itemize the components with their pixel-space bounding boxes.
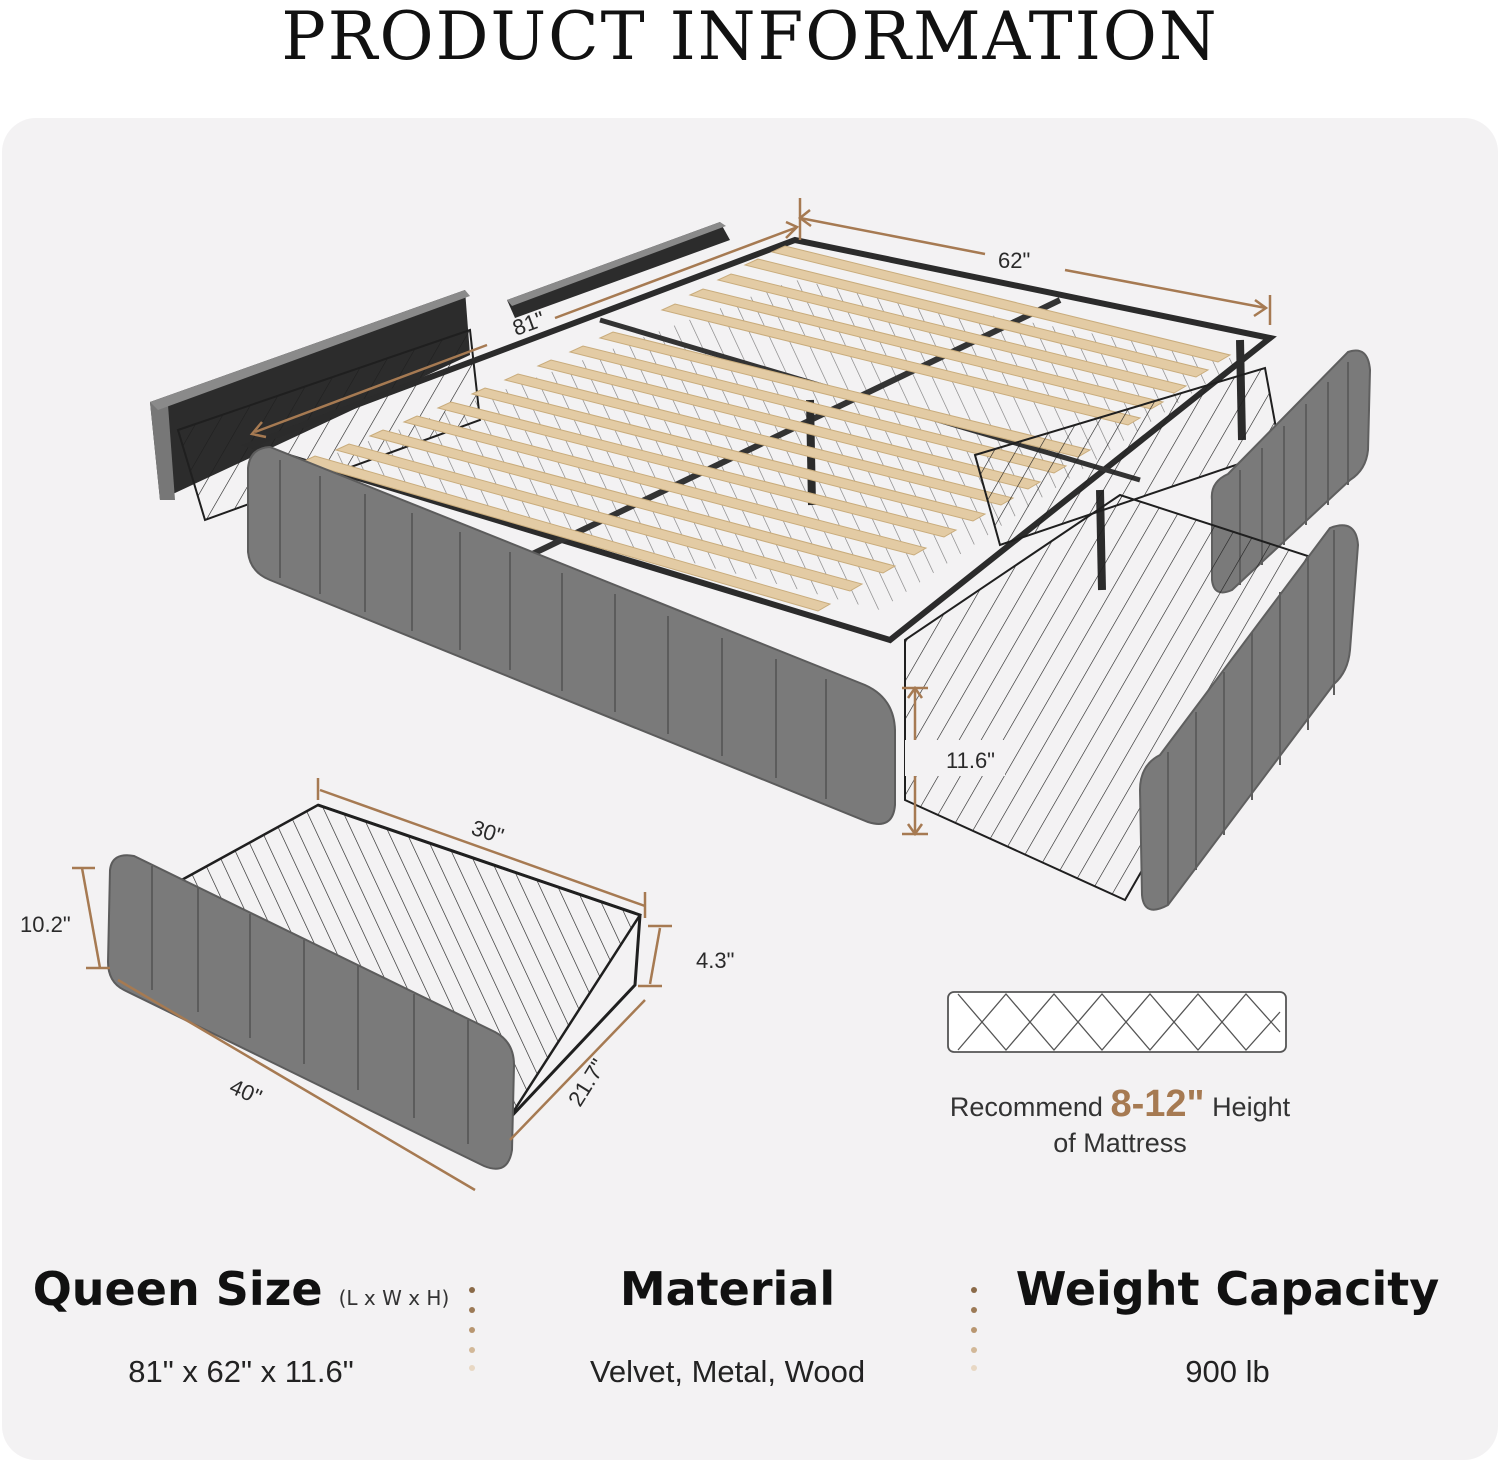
drawer-front-width-label: 40" <box>226 1074 266 1110</box>
drawer-depth-label: 21.7" <box>563 1054 611 1110</box>
wood-slats <box>300 245 1232 612</box>
spec-divider-1 <box>469 1287 475 1371</box>
spec-weight-heading: Weight Capacity <box>1015 1262 1440 1316</box>
drawer-dimension-lines <box>72 778 672 1192</box>
spec-weight-value: 900 lb <box>1185 1354 1270 1389</box>
spec-material-value: Velvet, Metal, Wood <box>589 1354 866 1389</box>
mattress-line2: of Mattress <box>1053 1128 1187 1158</box>
spec-weight: Weight Capacity 900 lb <box>995 1262 1460 1390</box>
page-title: PRODUCT INFORMATION <box>281 0 1219 75</box>
front-footboard <box>247 445 896 825</box>
mattress-prefix: Recommend <box>949 1092 1103 1122</box>
spec-divider-2 <box>971 1287 977 1371</box>
drawer-basket-height-label: 4.3" <box>696 948 734 973</box>
bed-width-label: 62" <box>998 248 1030 273</box>
mattress-suffix: Height <box>1212 1092 1291 1122</box>
spec-size-heading: Queen Size <box>32 1262 323 1316</box>
spec-size-note: (L x W x H) <box>338 1286 450 1310</box>
spec-material: Material Velvet, Metal, Wood <box>500 1262 955 1390</box>
bed-height-label: 11.6" <box>946 748 995 773</box>
mattress-icon <box>947 991 1287 1053</box>
drawer-front-height-label: 10.2" <box>20 912 71 937</box>
standalone-drawer <box>106 803 642 1170</box>
spec-size-value: 81" x 62" x 11.6" <box>128 1354 354 1389</box>
bed-width-line <box>797 209 1272 325</box>
spec-size: Queen Size (L x W x H) 81" x 62" x 11.6" <box>16 1262 466 1390</box>
mattress-height-range: 8-12" <box>1110 1083 1205 1125</box>
headboard-right <box>507 222 730 318</box>
drawer-length-label: 30" <box>468 815 506 849</box>
spec-material-heading: Material <box>619 1262 836 1316</box>
bed-length-line <box>249 198 802 439</box>
right-drawer-front <box>904 493 1360 911</box>
mattress-recommendation: Recommend 8-12" Height of Mattress <box>900 1083 1340 1161</box>
